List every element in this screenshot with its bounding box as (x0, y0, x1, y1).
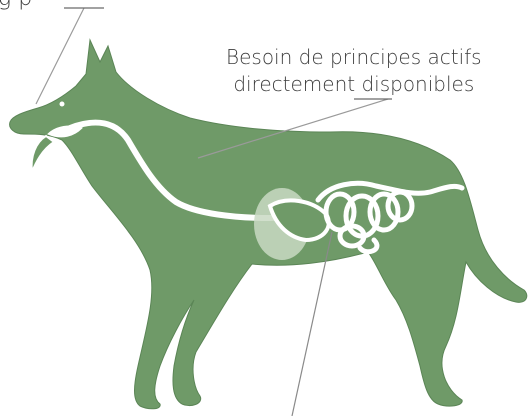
needs-label: Besoin de principes actifs directement d… (226, 44, 482, 98)
eye (60, 102, 65, 107)
tongue (32, 136, 54, 172)
needs-label-line1: Besoin de principes actifs (226, 44, 482, 71)
needs-label-line2: directement disponibles (226, 71, 482, 98)
top-label-partial: g p (0, 0, 32, 10)
